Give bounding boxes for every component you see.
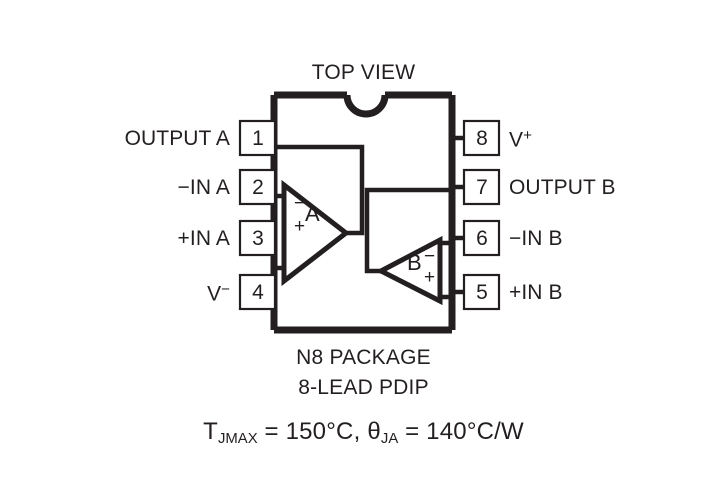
amplifier-b-inverting-sign: −	[424, 246, 436, 267]
pin-number-4: 4	[252, 281, 264, 304]
amplifier-a-inverting-sign: −	[294, 193, 306, 214]
pin-box-6	[462, 219, 501, 257]
amplifier-b-noninverting-sign: +	[424, 267, 436, 288]
amplifier-a-noninverting-sign: +	[294, 216, 306, 237]
amplifier-b-symbol	[375, 235, 443, 306]
amplifier-a-letter: A	[305, 201, 320, 226]
package-name-caption: N8 PACKAGE	[296, 346, 431, 369]
pin-box-3	[238, 219, 277, 257]
pin-box-7	[462, 168, 501, 206]
pin-label-v-negative: V−	[20, 282, 230, 304]
thermal-value: = 150°C,	[257, 418, 368, 445]
pin-label-output-a: OUTPUT A	[124, 127, 230, 150]
amplifier-a-input-stubs	[276, 193, 284, 271]
pin-label-v-negative-text: V	[207, 282, 222, 306]
amplifier-b-wiring	[364, 187, 450, 274]
v-positive-superscript: +	[523, 127, 532, 144]
pin-label-inverting-in-a: −IN A	[177, 176, 230, 199]
pin-label-noninverting-in-a: +IN A	[177, 227, 230, 250]
top-view-title: TOP VIEW	[311, 61, 416, 84]
theta-value: = 140°C/W	[398, 418, 524, 445]
pin-number-2: 2	[252, 176, 264, 199]
pin-number-6: 6	[476, 227, 488, 250]
pin-label-v-positive-text: V	[509, 128, 524, 152]
pin-number-5: 5	[476, 281, 488, 304]
pin-number-3: 3	[252, 227, 264, 250]
v-negative-superscript: −	[221, 281, 230, 298]
pin-box-2	[238, 168, 277, 206]
package-type-caption: 8-LEAD PDIP	[298, 376, 429, 399]
amplifier-b-input-stubs	[440, 240, 450, 300]
thermal-spec-line: TJMAX = 150°C, θJA = 140°C/W	[0, 420, 727, 447]
thermal-subscript: JMAX	[217, 431, 258, 448]
pin-box-5	[462, 273, 501, 311]
pin-number-1: 1	[252, 127, 264, 150]
pin-label-v-positive: V+	[509, 128, 719, 150]
amplifier-b-letter: B	[407, 250, 422, 275]
pin-label-output-b: OUTPUT B	[509, 176, 616, 199]
theta-symbol: θ	[367, 418, 381, 445]
theta-subscript: JA	[380, 431, 399, 448]
pin-label-inverting-in-b: −IN B	[509, 227, 563, 250]
amplifier-a-symbol	[281, 179, 351, 287]
thermal-prefix: T	[203, 418, 218, 445]
pin-label-noninverting-in-b: +IN B	[509, 281, 563, 304]
pin-number-7: 7	[476, 176, 488, 199]
pin-box-1	[238, 119, 277, 157]
pin-box-8	[462, 119, 501, 157]
pin-box-4	[238, 273, 277, 311]
amplifier-a-wiring	[276, 144, 365, 236]
pin-boxes	[238, 119, 501, 311]
pin-number-8: 8	[476, 127, 488, 150]
